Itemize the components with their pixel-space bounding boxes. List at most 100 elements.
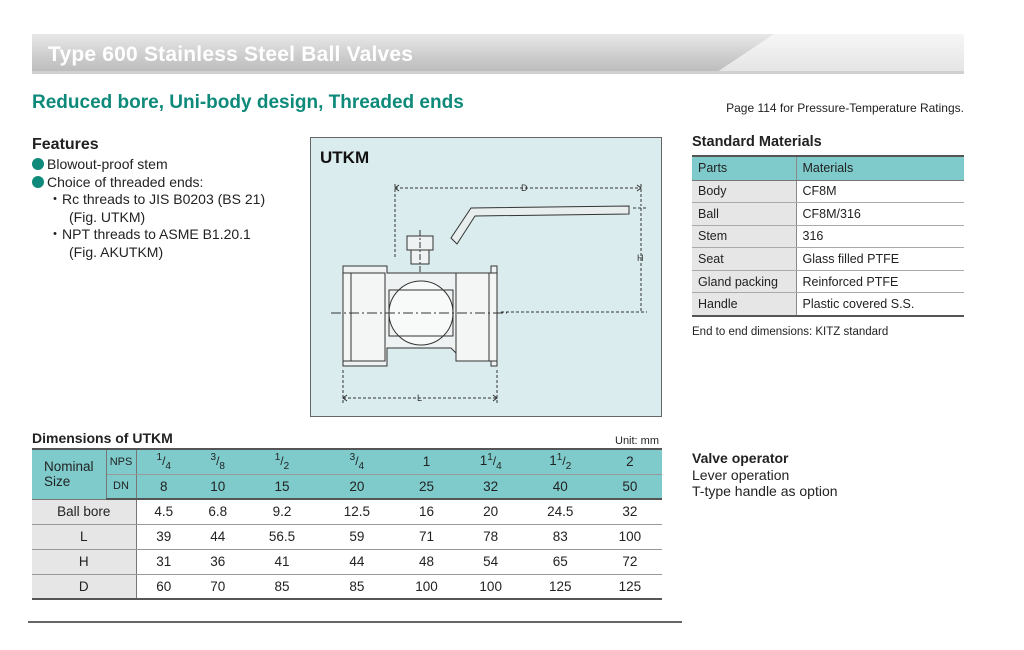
dimension-cell: 60 [136, 574, 191, 600]
dimension-cell: 65 [522, 549, 598, 575]
nps-label: NPS [106, 448, 137, 475]
col-parts: Parts [692, 155, 796, 181]
dim-l-label: L [417, 393, 422, 403]
dimension-cell: 6.8 [190, 499, 245, 525]
part-cell: Stem [692, 225, 796, 249]
dimension-cell: 59 [319, 524, 395, 550]
dimension-cell: 44 [319, 549, 395, 575]
dimension-cell: 12.5 [319, 499, 395, 525]
material-cell: Plastic covered S.S. [795, 292, 964, 317]
page-reference: Page 114 for Pressure-Temperature Rating… [726, 101, 964, 115]
dimension-cell: 44 [190, 524, 245, 550]
valve-cross-section-drawing: D H L [331, 183, 647, 404]
dn-cell: 20 [319, 474, 395, 500]
dn-cell: 10 [190, 474, 245, 500]
dim-h-label: H [637, 253, 644, 263]
dn-cell: 8 [136, 474, 191, 500]
feature-subitem-fig: (Fig. AKUTKM) [69, 243, 164, 260]
part-cell: Seat [692, 247, 796, 271]
nps-cell: 3/8 [190, 448, 245, 475]
dimension-cell: 41 [244, 549, 320, 575]
nps-cell: 3/4 [319, 448, 395, 475]
bullet-icon [32, 175, 44, 188]
materials-heading: Standard Materials [692, 134, 822, 150]
feature-subitem: ・Rc threads to JIS B0203 (BS 21) [48, 191, 266, 207]
footer-divider [28, 621, 682, 623]
material-cell: CF8M [795, 180, 964, 204]
dimension-cell: 100 [394, 574, 459, 600]
feature-text: Blowout-proof stem [47, 156, 168, 172]
materials-header-row: Parts Materials [692, 155, 964, 181]
title-bar: Type 600 Stainless Steel Ball Valves [32, 34, 964, 74]
dimensions-heading: Dimensions of UTKM [32, 430, 173, 446]
dimension-cell: 125 [522, 574, 598, 600]
valve-drawing-panel: UTKM [310, 137, 662, 417]
nominal-size-label: Nominal Size [32, 448, 107, 500]
dimension-cell: 78 [458, 524, 523, 550]
nps-cell: 1 [394, 448, 459, 475]
valve-operator-heading: Valve operator [692, 450, 789, 466]
feature-item: Choice of threaded ends: [32, 174, 302, 192]
dimension-cell: 16 [394, 499, 459, 525]
material-cell: CF8M/316 [795, 202, 964, 226]
row-label: L [32, 524, 137, 550]
dim-d-label: D [521, 183, 528, 193]
dimension-cell: 54 [458, 549, 523, 575]
dimension-cell: 32 [597, 499, 662, 525]
dimension-cell: 36 [190, 549, 245, 575]
title-bar-accent [714, 34, 964, 71]
nps-cell: 11/4 [458, 448, 523, 475]
dimension-cell: 71 [394, 524, 459, 550]
part-cell: Gland packing [692, 270, 796, 294]
dimension-cell: 83 [522, 524, 598, 550]
dimension-cell: 31 [136, 549, 191, 575]
dimension-cell: 100 [458, 574, 523, 600]
nps-cell: 11/2 [522, 448, 598, 475]
features-section: Features Blowout-proof stem Choice of th… [32, 136, 302, 261]
drawing-label: UTKM [320, 148, 370, 167]
dimension-cell: 20 [458, 499, 523, 525]
feature-item: Blowout-proof stem [32, 156, 302, 174]
row-label: Ball bore [32, 499, 137, 525]
valve-operator-line: T-type handle as option [692, 483, 838, 499]
bullet-icon [32, 158, 44, 170]
dimension-cell: 24.5 [522, 499, 598, 525]
dimension-cell: 39 [136, 524, 191, 550]
dimension-cell: 100 [597, 524, 662, 550]
dimension-cell: 56.5 [244, 524, 320, 550]
row-label: D [32, 574, 137, 600]
feature-text: Choice of threaded ends: [47, 173, 204, 190]
feature-subitem-fig: (Fig. UTKM) [69, 208, 146, 225]
material-cell: Glass filled PTFE [795, 247, 964, 271]
dimension-cell: 9.2 [244, 499, 320, 525]
dimension-cell: 48 [394, 549, 459, 575]
material-cell: Reinforced PTFE [795, 270, 964, 294]
dimension-cell: 85 [244, 574, 320, 600]
features-heading: Features [32, 136, 99, 153]
material-cell: 316 [795, 225, 964, 249]
dn-label: DN [106, 474, 137, 500]
part-cell: Body [692, 180, 796, 204]
dn-cell: 25 [394, 474, 459, 500]
dimension-cell: 85 [319, 574, 395, 600]
dimension-cell: 72 [597, 549, 662, 575]
col-materials: Materials [795, 155, 964, 181]
part-cell: Ball [692, 202, 796, 226]
dimension-cell: 70 [190, 574, 245, 600]
dn-cell: 32 [458, 474, 523, 500]
valve-operator-section: Valve operator Lever operation T-type ha… [692, 450, 838, 500]
page-title: Type 600 Stainless Steel Ball Valves [48, 43, 414, 66]
